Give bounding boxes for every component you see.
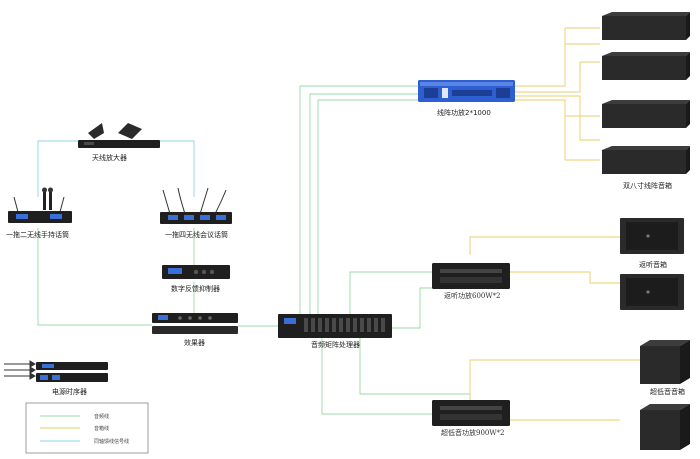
subwoofer-icon — [640, 404, 690, 450]
legend-item: 音箱线 — [40, 425, 109, 432]
handheld-label: 一拖二无线手持话筒 — [6, 230, 69, 239]
rack-device-icon — [152, 313, 238, 323]
subwoofer-speaker-label: 超低音音箱 — [650, 387, 685, 396]
legend: 音频线 音箱线 同轴馈线信号线 — [25, 402, 149, 454]
subwoofer-amp: 超低音功放900W*2 — [432, 400, 510, 437]
conference-label: 一拖四无线会议话筒 — [165, 230, 228, 239]
arrow-icon — [4, 360, 36, 380]
effects-processor: 效果器 — [152, 313, 238, 347]
legend-label-antenna: 同轴馈线信号线 — [94, 438, 129, 445]
subwoofer-amp-label: 超低音功放900W*2 — [441, 428, 505, 437]
amplifier-icon — [432, 263, 510, 289]
matrix-processor: 音频矩阵处理器 — [278, 314, 392, 349]
matrix-processor-label: 音频矩阵处理器 — [311, 340, 360, 349]
feedback-suppressor: 数字反馈抑制器 — [162, 265, 230, 293]
legend-label-speaker: 音箱线 — [94, 425, 109, 432]
speaker-icon — [602, 52, 690, 80]
amplifier-icon — [432, 400, 510, 426]
legend-item: 音频线 — [40, 413, 109, 420]
speaker-icon — [620, 274, 684, 310]
speaker-icon — [602, 12, 690, 40]
microphone-icon — [13, 187, 65, 213]
antenna-icon — [88, 123, 142, 139]
speaker-icon — [602, 100, 690, 128]
speaker-lines — [469, 27, 650, 421]
monitor-amp: 返听功放600W*2 — [432, 263, 510, 300]
microphone-icon — [162, 187, 227, 215]
legend-label-audio: 音频线 — [94, 413, 109, 420]
subwoofer-icon — [640, 340, 690, 384]
wireless-conference-mic: 一拖四无线会议话筒 — [160, 187, 232, 239]
monitor-speakers: 返听音箱 — [620, 218, 684, 310]
legend-item: 同轴馈线信号线 — [40, 438, 129, 445]
subwoofer-speakers: 超低音音箱 — [640, 340, 690, 450]
connection-lines — [37, 27, 650, 421]
line-array-amp: 线阵功放2*1000 — [418, 80, 515, 117]
line-array-speakers: 双八寸线阵音箱 — [602, 12, 690, 190]
monitor-amp-label: 返听功放600W*2 — [444, 291, 501, 300]
wireless-handheld-mic: 一拖二无线手持话筒 — [6, 187, 72, 239]
monitor-speaker-label: 返听音箱 — [639, 260, 667, 269]
antenna-amp-label: 天线放大器 — [92, 153, 127, 162]
feedback-suppressor-label: 数字反馈抑制器 — [171, 284, 220, 293]
line-array-speaker-label: 双八寸线阵音箱 — [623, 181, 672, 190]
effects-label: 效果器 — [184, 338, 205, 347]
antenna-amplifier: 天线放大器 — [78, 123, 160, 162]
antenna-lines — [37, 140, 195, 197]
power-sequencer: 电源时序器 — [4, 360, 108, 396]
line-array-amp-label: 线阵功放2*1000 — [437, 108, 491, 117]
antenna-amp-unit — [78, 140, 160, 148]
speaker-icon — [620, 218, 684, 254]
speaker-icon — [602, 146, 690, 174]
power-sequencer-label: 电源时序器 — [52, 387, 87, 396]
